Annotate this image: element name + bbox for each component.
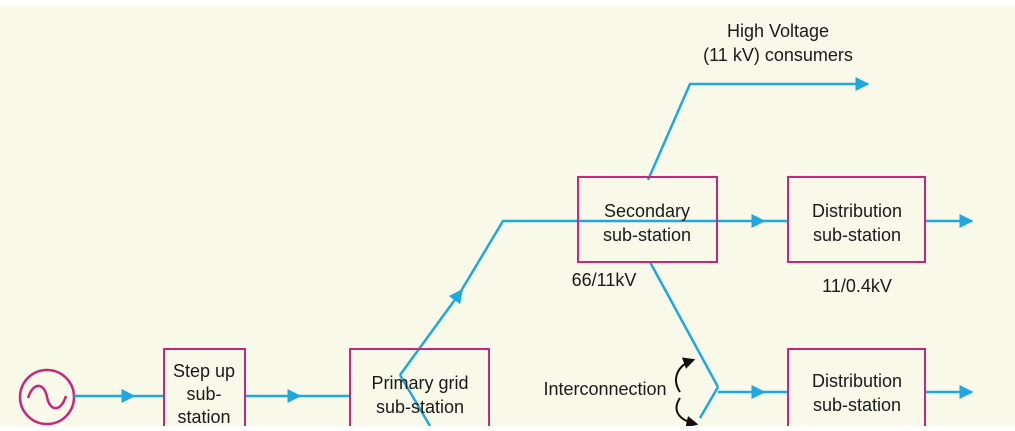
distribution-top-ratio-label: 11/0.4kV bbox=[822, 276, 892, 296]
step-up-label-1: Step up bbox=[173, 361, 235, 381]
distribution-top-label-2: sub-station bbox=[813, 225, 901, 245]
distribution-top-label-1: Distribution bbox=[812, 201, 902, 221]
hv-consumers-label-2: (11 kV) consumers bbox=[703, 45, 853, 65]
secondary-label-1: Secondary bbox=[604, 201, 690, 221]
line-primary-up bbox=[398, 288, 464, 376]
distribution-bottom-label-2: sub-station bbox=[813, 395, 901, 415]
primary-grid-label-1: Primary grid bbox=[371, 373, 468, 393]
distribution-top-box bbox=[787, 176, 926, 263]
line-to-secondary bbox=[456, 219, 578, 297]
interconnection-arrows bbox=[675, 357, 699, 428]
secondary-ratio-label: 66/11kV bbox=[572, 270, 637, 290]
step-up-label-2: sub- bbox=[186, 384, 221, 404]
distribution-bottom-label-1: Distribution bbox=[812, 371, 902, 391]
line-hv-consumers bbox=[646, 77, 870, 181]
primary-grid-label-2: sub-station bbox=[376, 397, 464, 417]
step-up-label-3: station bbox=[177, 407, 230, 426]
line-secondary-down bbox=[648, 261, 720, 388]
hv-consumers-label-1: High Voltage bbox=[727, 21, 829, 41]
line-interconnection-lower bbox=[698, 386, 720, 419]
transmission-lines bbox=[74, 77, 974, 427]
line-primary-down bbox=[398, 374, 432, 427]
background-panel bbox=[0, 6, 1015, 426]
secondary-label-2: sub-station bbox=[603, 225, 691, 245]
secondary-box bbox=[577, 176, 718, 263]
interconnection-label: Interconnection bbox=[543, 379, 666, 399]
